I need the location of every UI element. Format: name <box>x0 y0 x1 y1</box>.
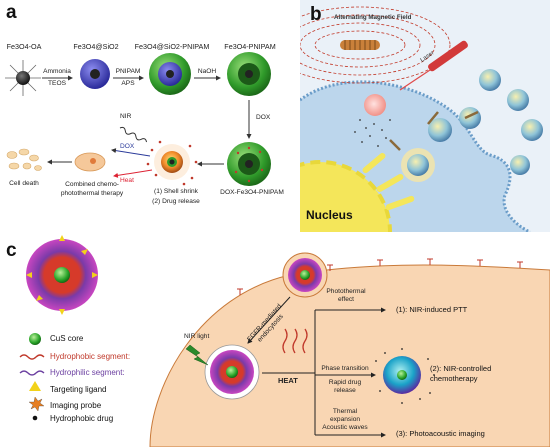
fe3o4-sio2-particle <box>80 59 110 89</box>
dox-loaded-label: DOX-Fe3O4-PNIPAM <box>220 189 284 196</box>
nir-light-label: NIR light <box>184 333 210 340</box>
heat-label-a: Heat <box>120 177 134 184</box>
legend-targeting-ligand: Targeting ligand <box>50 385 107 394</box>
dox-label-a: DOX <box>120 143 135 150</box>
tumor-cell <box>74 152 106 172</box>
acoustic-waves-label: Acoustic waves <box>322 424 368 431</box>
panel-a-graphics <box>5 52 271 186</box>
therapy-label: Combined chemo- photothermal therapy <box>60 181 124 197</box>
step4-label: DOX <box>256 114 271 121</box>
nucleus-label: Nucleus <box>306 208 353 222</box>
panel-b-graphics <box>300 6 543 232</box>
thermal-expansion-label: Thermal expansion <box>329 408 361 423</box>
panel-b-letter: b <box>310 4 322 25</box>
fe3o4-oa-particle <box>5 60 41 96</box>
panel-b: b Alternating Magnetic Field Laser Nucle… <box>300 0 550 232</box>
dox-fe3o4-pnipam-particle <box>227 142 271 186</box>
panel-c-graphics <box>19 235 550 447</box>
pai-label: (3): Photoacoustic imaging <box>396 429 485 438</box>
step3-top: NaOH <box>197 68 217 75</box>
phase-transition-label: Phase transition <box>321 365 369 372</box>
legend-cus-core: CuS core <box>50 334 84 343</box>
stage-fe3o4-oa: Fe3O4-OA <box>6 42 42 51</box>
nanoparticles <box>401 69 543 182</box>
chemo-particle <box>371 348 435 404</box>
legend-hydrophobic-drug: Hydrophobic drug <box>50 414 114 423</box>
endocytosis-micelle <box>282 252 328 298</box>
step1-bottom: TEOS <box>48 80 66 87</box>
rapid-release-label: Rapid drug release <box>328 379 362 394</box>
cell-death-debris <box>6 148 42 171</box>
step2-top: PNIPAM <box>115 68 141 75</box>
panel-a-letter: a <box>6 2 17 23</box>
stage-fe3o4-sio2: Fe3O4@SiO2 <box>73 42 119 51</box>
step2-bottom: APS <box>121 80 135 87</box>
fe3o4-pnipam-particle <box>227 52 271 96</box>
laser <box>399 40 468 91</box>
legend-imaging-probe: Imaging probe <box>50 401 102 410</box>
chemo-label: (2): NIR-controlled chemotherapy <box>430 364 492 383</box>
fe3o4-sio2-pnipam-particle <box>149 53 191 95</box>
panel-c-letter: c <box>6 240 17 261</box>
legend-icons <box>19 333 45 421</box>
endosome-micelle <box>204 344 260 400</box>
release-shell-shrink: (1) Shell shrink <box>154 188 198 195</box>
field-label: Alternating Magnetic Field <box>334 14 412 21</box>
legend-hydrophilic-segment: Hydrophilic segment: <box>50 368 125 377</box>
cell-death-label: Cell death <box>9 180 39 187</box>
release-drug: (2) Drug release <box>152 198 200 205</box>
stage-fe3o4-pnipam: Fe3O4-PNIPAM <box>224 42 276 51</box>
photothermal-label: Photothermal effect <box>326 288 366 303</box>
nir-label-a: NIR <box>120 113 132 120</box>
coil <box>340 40 380 50</box>
heat-label-c: HEAT <box>278 376 298 385</box>
ptt-label: (1): NIR-induced PTT <box>396 305 468 314</box>
stage-fe3o4-sio2-pnipam: Fe3O4@SiO2-PNIPAM <box>134 42 210 51</box>
released-particle <box>146 140 198 186</box>
legend-micelle <box>26 235 98 315</box>
step1-top: Ammonia <box>43 68 71 75</box>
legend-hydrophobic-segment: Hydrophobic segment: <box>50 352 131 361</box>
